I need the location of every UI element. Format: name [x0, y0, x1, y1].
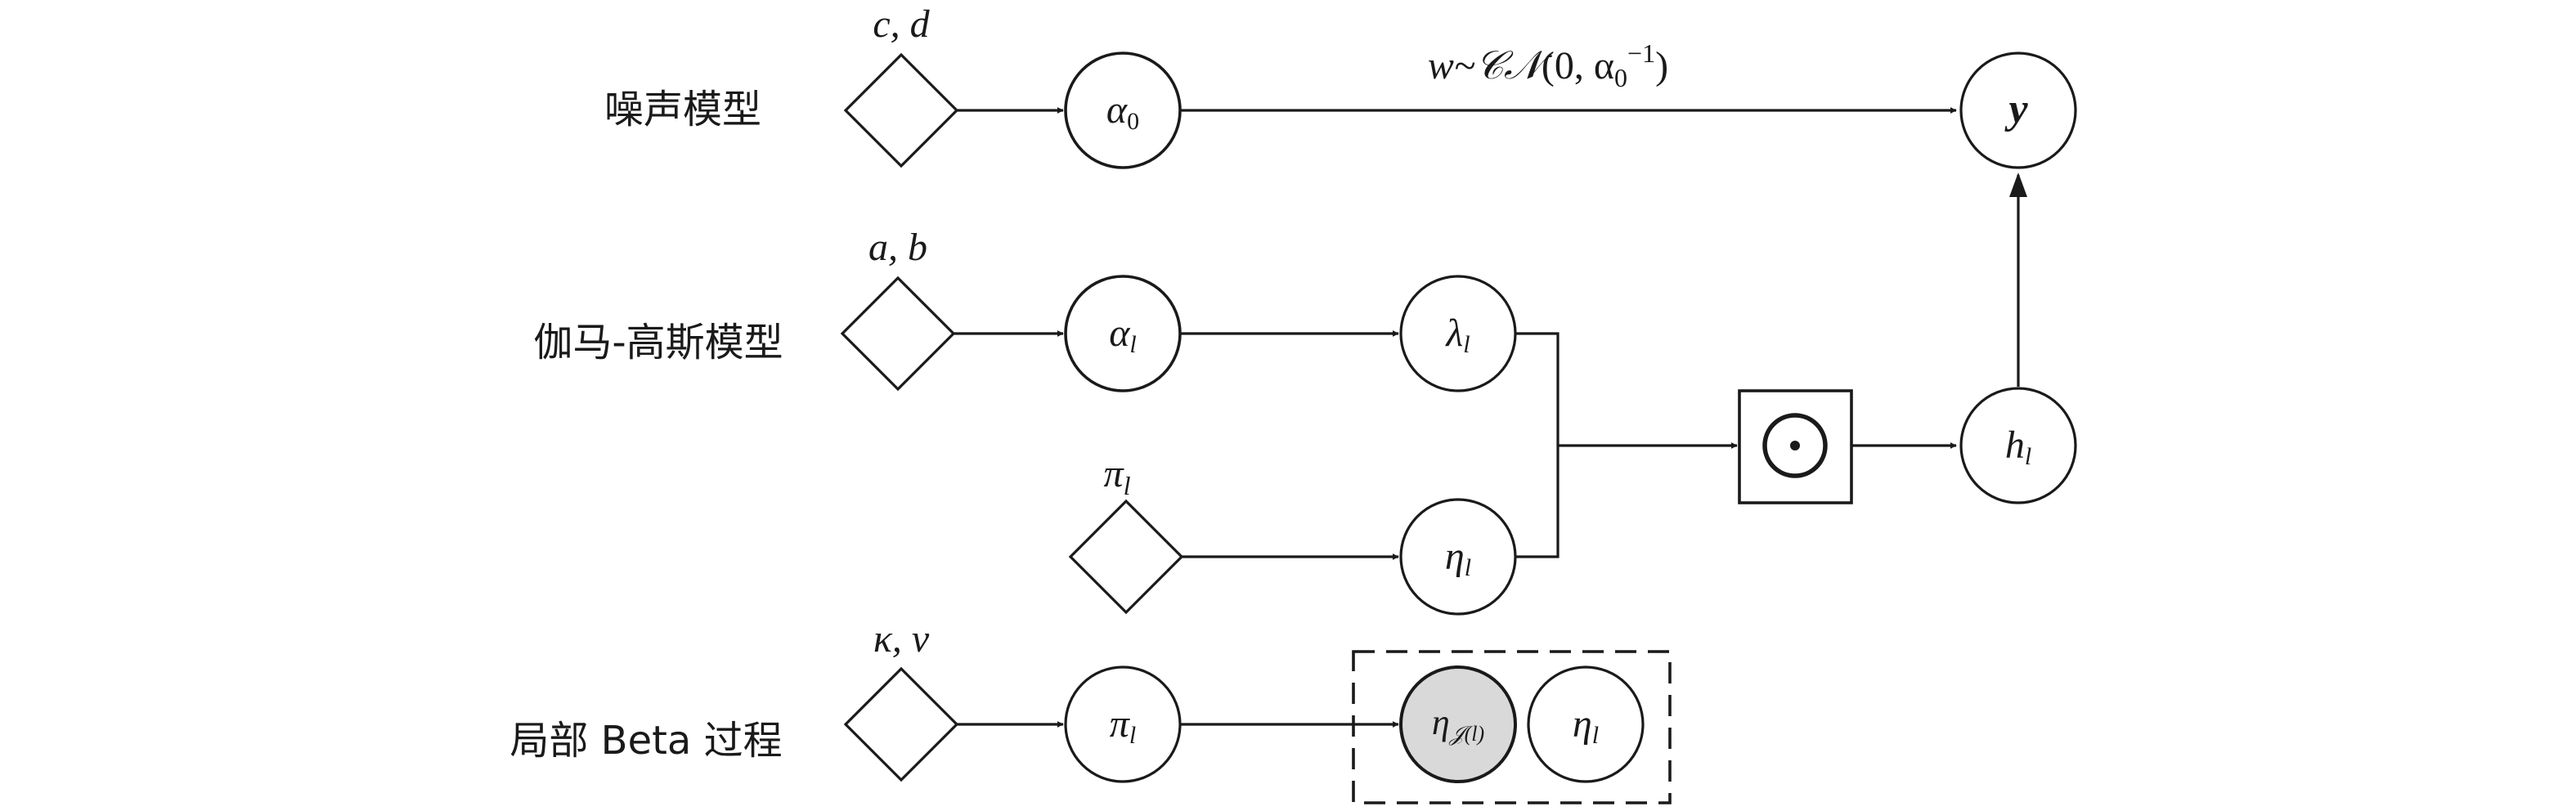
svg-text:πl: πl — [1110, 702, 1136, 749]
svg-text:ηl: ηl — [1445, 535, 1471, 581]
node-alpha-l: αl — [1064, 275, 1182, 392]
edge-merge-bracket — [1516, 332, 1560, 558]
node-eta-l-plate: ηl — [1527, 665, 1645, 783]
node-pi-l: πl — [1064, 665, 1182, 783]
hyperparam-pi-label: πl — [1104, 452, 1131, 500]
node-eta-J-observed: η𝒥(l) — [1399, 665, 1517, 783]
hyperparam-kv-label: κ, v — [873, 617, 930, 661]
svg-text:η𝒥(l): η𝒥(l) — [1432, 702, 1484, 746]
svg-text:ηl: ηl — [1573, 702, 1599, 749]
hyperparam-cd-label: c, d — [873, 2, 930, 46]
node-lambda-l: λl — [1399, 275, 1517, 392]
svg-text:αl: αl — [1109, 311, 1137, 358]
row-label-gamma-gauss-model: 伽马-高斯模型 — [533, 320, 783, 365]
beta-process-plate: η𝒥(l) ηl — [1352, 650, 1672, 804]
node-y: y — [1959, 52, 2077, 169]
product-icon — [1762, 413, 1828, 478]
svg-text:λl: λl — [1444, 311, 1470, 358]
row-label-local-beta-process: 局部 Beta 过程 — [509, 718, 782, 764]
hyperparam-kv-node: κ, v — [843, 617, 959, 782]
hyperparam-ab-node: a, b — [840, 226, 956, 392]
svg-text:hl: hl — [2005, 423, 2031, 470]
svg-text:α0: α0 — [1106, 88, 1139, 135]
row-label-noise-model: 噪声模型 — [604, 87, 761, 132]
hyperparam-ab-label: a, b — [868, 226, 927, 269]
node-h-l: hl — [1959, 387, 2077, 504]
node-alpha0: α0 — [1064, 52, 1182, 169]
hadamard-product-node — [1738, 389, 1853, 504]
hyperparam-pi-node: πl — [1068, 452, 1184, 615]
hyperparam-cd-node: c, d — [843, 2, 959, 168]
node-eta-l: ηl — [1399, 498, 1517, 616]
noise-distribution-label: w~𝒞𝒩(0, α0−1) — [1428, 38, 1668, 92]
